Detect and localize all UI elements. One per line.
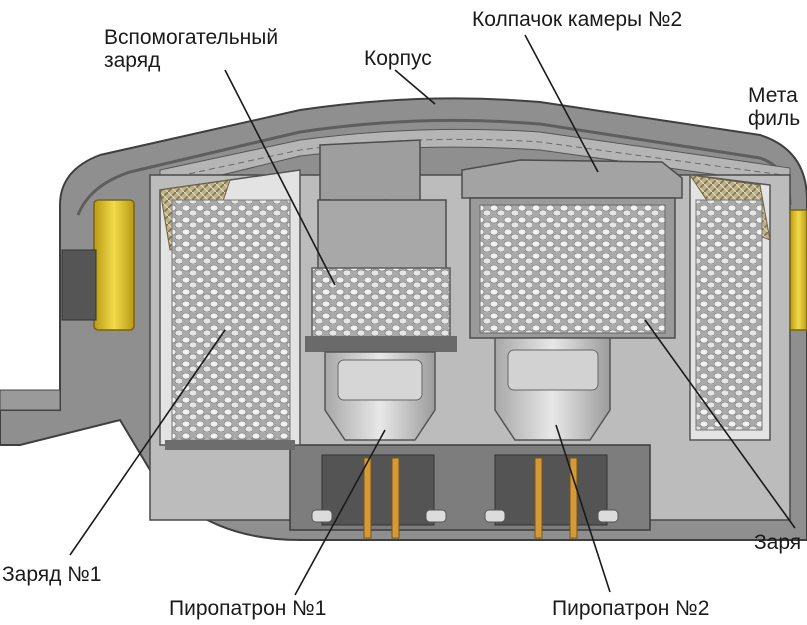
- label-housing: Корпус: [364, 47, 432, 70]
- label-metal-filter: Мета филь: [748, 84, 800, 130]
- leader-squib2: [555, 424, 611, 593]
- label-aux-charge: Вспомогательный заряд: [104, 26, 278, 72]
- leader-charge1: [69, 329, 226, 556]
- label-charge2: Заря: [754, 531, 802, 554]
- leader-lines: [69, 34, 796, 596]
- label-metal-filter-line2: филь: [748, 107, 801, 130]
- label-squib1: Пиропатрон №1: [169, 597, 327, 620]
- aux-charge-column: [305, 139, 457, 352]
- label-aux-charge-line2: заряд: [104, 49, 161, 72]
- chamber-2-cap: [461, 159, 683, 199]
- right-side-plug: [789, 209, 807, 331]
- leader-aux-charge: [224, 69, 336, 286]
- leader-housing: [394, 69, 436, 105]
- chamber-1: [159, 169, 301, 450]
- squib-2: [484, 337, 619, 539]
- label-aux-charge-line1: Вспомогательный: [104, 26, 279, 49]
- left-side-plug: [93, 199, 135, 331]
- squib-1: [311, 351, 447, 539]
- label-metal-filter-line1: Мета: [748, 84, 798, 107]
- chamber-right: [688, 174, 771, 441]
- label-squib2: Пиропатрон №2: [552, 597, 710, 620]
- label-chamber2-cap: Колпачок камеры №2: [472, 8, 683, 31]
- left-side-port: [61, 249, 97, 321]
- leader-charge2: [644, 319, 796, 529]
- leader-squib1: [294, 429, 386, 596]
- label-charge1: Заряд №1: [2, 563, 102, 586]
- leader-chamber2-cap: [524, 34, 599, 173]
- chamber-2: [461, 159, 683, 339]
